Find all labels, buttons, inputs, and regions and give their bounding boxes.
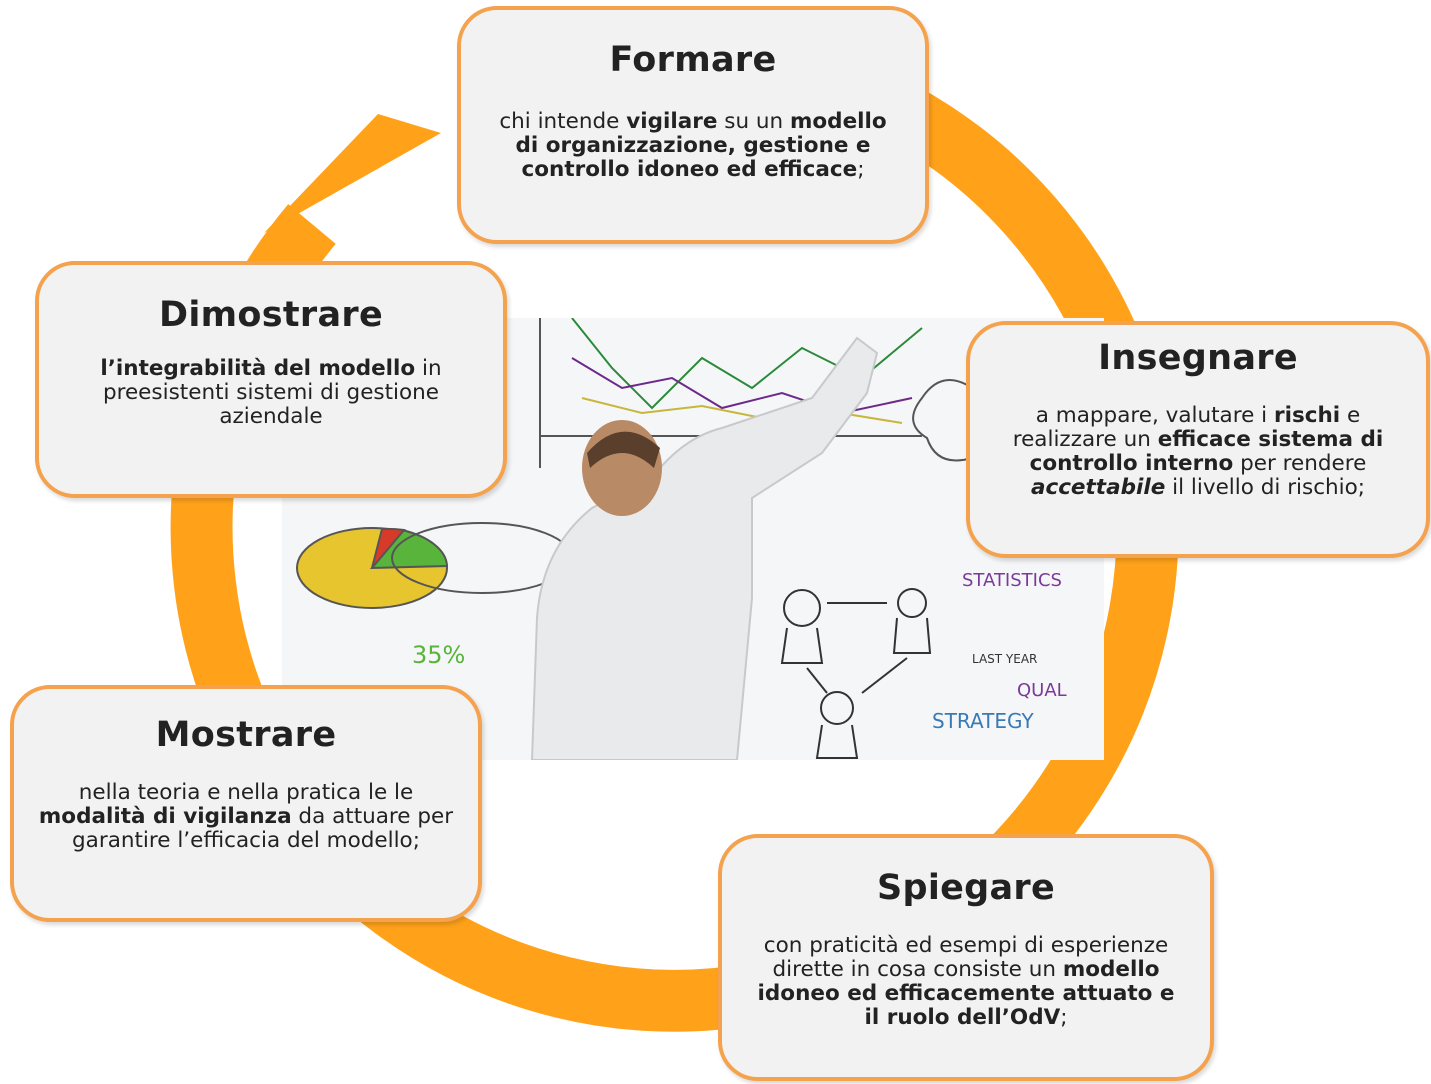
photo-board-text: 35% [412, 641, 465, 669]
card-mostrare: Mostrare nella teoria e nella pratica le… [10, 685, 482, 922]
photo-board-text: STATISTICS [962, 570, 1062, 591]
card-dimostrare: Dimostrare l’integrabilità del modello i… [35, 261, 507, 498]
card-text: chi intende vigilare su un modello di or… [499, 109, 887, 182]
card-text: l’integrabilità del modello in preesiste… [100, 356, 442, 429]
card-text: con praticità ed esempi di esperienze di… [757, 933, 1175, 1030]
photo-board-text: LAST YEAR [972, 652, 1037, 666]
cycle-arrowhead [264, 114, 441, 233]
card-formare: Formare chi intende vigilare su un model… [457, 6, 929, 244]
card-insegnare: Insegnare a mappare, valutare i rischi e… [966, 321, 1430, 558]
card-title: Dimostrare [158, 295, 383, 335]
card-text: nella teoria e nella pratica le le modal… [38, 780, 454, 853]
card-title: Insegnare [1098, 338, 1298, 378]
card-text: a mappare, valutare i rischi e realizzar… [1012, 403, 1384, 500]
card-spiegare: Spiegare con praticità ed esempi di espe… [718, 834, 1214, 1081]
card-title: Formare [609, 40, 777, 80]
card-title: Mostrare [155, 715, 337, 755]
photo-board-text: STRATEGY [932, 709, 1034, 733]
card-title: Spiegare [876, 868, 1056, 908]
photo-board-text: QUAL [1017, 680, 1067, 701]
